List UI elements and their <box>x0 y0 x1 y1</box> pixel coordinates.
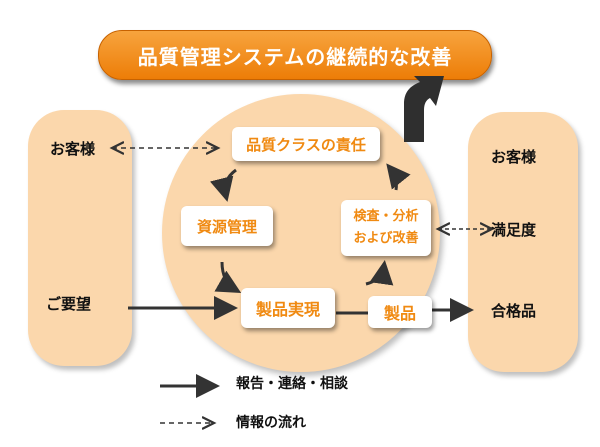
legend-dashed-label: 情報の流れ <box>236 415 306 431</box>
cycle-arrow-inspection-to-quality <box>386 163 411 191</box>
passed-goods-label: 合格品 <box>491 302 537 320</box>
cycle-arrow-product-to-inspection <box>365 260 394 286</box>
request-label: ご要望 <box>46 295 92 313</box>
inspection-improvement-box: 検査・分析 および改善 <box>341 200 431 256</box>
product-box: 製品 <box>368 296 432 328</box>
inspection-line-1: 検査・分析 <box>353 209 419 224</box>
left-customer-label: お客様 <box>50 140 96 158</box>
customer-satisfaction-panel <box>468 112 578 372</box>
satisfaction-label: 満足度 <box>491 221 537 239</box>
improvement-arrow <box>404 76 444 142</box>
product-realization-box: 製品実現 <box>241 288 335 328</box>
cycle-arrow-resource-to-product <box>214 261 242 293</box>
right-customer-label: お客様 <box>491 148 537 166</box>
resource-management-box: 資源管理 <box>181 206 273 246</box>
legend-solid-label: 報告・連絡・相談 <box>236 376 348 392</box>
diagram-title: 品質管理システムの継続的な改善 <box>98 30 492 80</box>
inspection-line-2: および改善 <box>353 231 419 246</box>
quality-responsibility-box: 品質クラスの責任 <box>232 127 380 161</box>
cycle-arrow-quality-to-resource <box>209 168 237 202</box>
